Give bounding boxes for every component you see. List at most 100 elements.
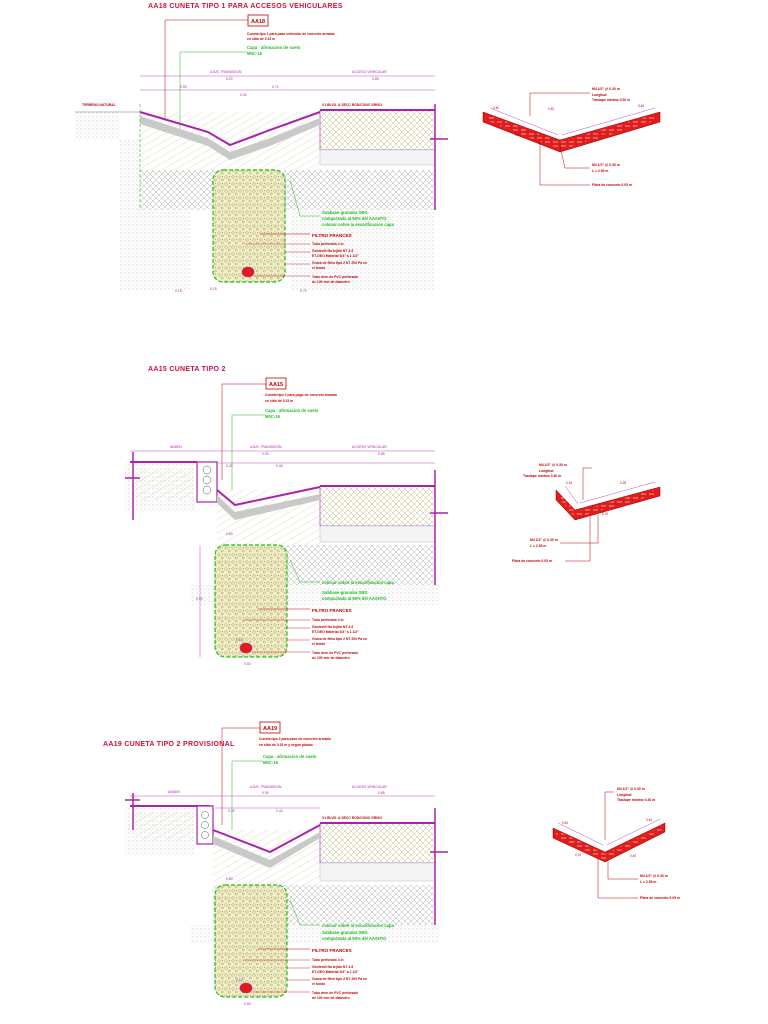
svg-text:M4 1/2" @ 0.30 m: M4 1/2" @ 0.30 m (539, 463, 567, 467)
svg-text:Longitud: Longitud (539, 469, 554, 473)
svg-text:Tubo dren de PVC perforado: Tubo dren de PVC perforado (312, 651, 358, 655)
section3-drain-pipe (239, 982, 253, 994)
section1-zone-right: ACCESO VEHICULAR (352, 70, 387, 74)
section1-note-1: Cuneta tipo 1 para paso vehicular de con… (247, 32, 335, 36)
section2-tag-box (265, 377, 287, 390)
section1-zone-left: AJUS. TRANSICION (210, 70, 242, 74)
svg-text:0.20: 0.20 (228, 809, 235, 813)
svg-text:0.15: 0.15 (566, 481, 572, 485)
svg-text:0.40: 0.40 (638, 104, 644, 108)
svg-text:Subbase granular SBG: Subbase granular SBG (322, 930, 368, 935)
svg-text:0.40: 0.40 (562, 821, 568, 825)
section-aa19: AA19 CUNETA TIPO 2 PROVISIONAL AA19 Cune… (103, 721, 680, 1006)
section1-filt-5: el fondo (312, 266, 325, 270)
svg-text:M4 1/2" @ 0.30 m: M4 1/2" @ 0.30 m (617, 787, 645, 791)
section1-cuneta-top (139, 111, 321, 147)
svg-text:Traslape minimo 0.30 m: Traslape minimo 0.30 m (592, 98, 630, 102)
svg-text:0.85: 0.85 (378, 791, 385, 795)
section3-tag-box (259, 721, 281, 734)
svg-text:ACCESO VEHICULAR: ACCESO VEHICULAR (352, 785, 387, 789)
section2-note-2: en sitio de 0.15 m (265, 399, 293, 403)
svg-text:colocar sobre la escarificacio: colocar sobre la escarificacion capa (322, 923, 395, 928)
svg-text:0.40: 0.40 (276, 809, 283, 813)
section1-dim-2: 0.70 (272, 85, 279, 89)
svg-text:0.20: 0.20 (226, 464, 233, 468)
section1-dim-5: 0.85 (372, 77, 379, 81)
section1-note-2: en sitio de 0.15 m (247, 37, 275, 41)
section2-filter (214, 544, 288, 658)
section1-filt-2: Geotextil No tejido NT 4-5 (312, 249, 353, 253)
section2-tag: AA15 (269, 382, 283, 388)
svg-text:el fondo: el fondo (312, 982, 325, 986)
svg-text:Geotextil No tejido NT 4-5: Geotextil No tejido NT 4-5 (312, 965, 353, 969)
section1-dim-bottom-right: 0.70 (300, 289, 307, 293)
svg-text:Geotextil No tejido NT 4-5: Geotextil No tejido NT 4-5 (312, 625, 353, 629)
section2-zone-mid: AJUS. TRANSICION (250, 445, 282, 449)
svg-text:compactada al 95% del AASHTO: compactada al 95% del AASHTO (322, 596, 387, 601)
section1-green-mid-2: compactada al 95% del AASHTO (322, 216, 387, 221)
section1-tag-box (247, 14, 269, 27)
section1-green-1: Capa - afirmacion de suelo (247, 45, 301, 50)
section3-tag: AA19 (263, 726, 277, 732)
section1-leader-green (179, 51, 247, 130)
section1-dim-bottom-left: 0.15 (175, 289, 182, 293)
svg-text:0.70: 0.70 (602, 512, 608, 516)
section3-road-note: V1 BLVD. & SECC ROD/CONC GRISO (322, 816, 382, 820)
section2-green-1: Capa - afirmacion de suelo (265, 408, 319, 413)
section1-leader-tag (164, 19, 248, 120)
svg-text:0.10: 0.10 (236, 978, 243, 982)
svg-text:L = 2.50 m: L = 2.50 m (530, 544, 546, 548)
section3-curb (196, 805, 214, 845)
svg-text:M4 1/2" @ 0.30 m: M4 1/2" @ 0.30 m (592, 163, 620, 167)
section3-title: AA19 CUNETA TIPO 2 PROVISIONAL (103, 741, 235, 748)
svg-text:Longitud: Longitud (592, 93, 607, 97)
svg-text:Tubo perforado 4 in: Tubo perforado 4 in (312, 958, 344, 962)
svg-text:0.50: 0.50 (226, 532, 233, 536)
section1-filt-3: ET-GEO Material 3/4" a 1 1/2" (312, 254, 359, 258)
section-aa15: AA15 CUNETA TIPO 2 AA15 Cuneta tipo 2 pa… (125, 366, 661, 666)
section-aa18: AA18 CUNETA TIPO 1 PARA ACCESOS VEHICULA… (75, 3, 661, 293)
svg-text:0.40: 0.40 (276, 464, 283, 468)
svg-text:colocar sobre la escarificacio: colocar sobre la escarificacion capa (322, 580, 395, 585)
section1-filter (212, 169, 286, 283)
svg-text:0.40: 0.40 (630, 854, 636, 858)
svg-text:ET-GEO Material 3/4" a 1 1/2": ET-GEO Material 3/4" a 1 1/2" (312, 630, 359, 634)
section3-note-1: Cuneta tipo 2 para paso de concreto arma… (259, 737, 331, 741)
svg-text:Subbase granular SBG: Subbase granular SBG (322, 590, 368, 595)
section1-green-mid-1: Subbase granular SBG (322, 210, 368, 215)
svg-text:el fondo: el fondo (312, 642, 325, 646)
svg-text:de 100 mm de diametro: de 100 mm de diametro (312, 996, 350, 1000)
svg-text:0.50: 0.50 (244, 662, 251, 666)
svg-text:de 100 mm de diametro: de 100 mm de diametro (312, 656, 350, 660)
section2-curb (196, 461, 218, 503)
section3-filter (214, 884, 288, 998)
svg-text:0.25: 0.25 (620, 481, 626, 485)
section3-green-2: M0C-16 (263, 760, 279, 765)
section1-dim-4: 0.40 (240, 93, 247, 97)
section3-rebar-detail: 0.40 0.40 0.70 0.40 M4 1/2" @ 0.30 m Lon… (552, 787, 680, 900)
svg-text:AJUS. TRANSICION: AJUS. TRANSICION (250, 785, 282, 789)
section1-filt-7: de 100 mm de diametro (312, 280, 350, 284)
svg-text:0.70: 0.70 (575, 853, 581, 857)
svg-text:ET-GEO Material 3/4" a 1 1/2": ET-GEO Material 3/4" a 1 1/2" (312, 970, 359, 974)
svg-text:0.70: 0.70 (600, 133, 606, 137)
section1-title: AA18 CUNETA TIPO 1 PARA ACCESOS VEHICULA… (148, 3, 343, 10)
section3-cuneta-top (212, 824, 321, 854)
section3-filtro: FILTRO FRANCES (312, 948, 352, 953)
svg-text:Longitud: Longitud (617, 793, 632, 797)
section1-filtro: FILTRO FRANCES (312, 233, 352, 238)
section2-zone-left: ANDEN (170, 445, 182, 449)
section3-green-1: Capa - afirmacion de suelo (263, 754, 317, 759)
section1-rebar-detail: 0.40 0.40 0.70 0.70 0.40 M4 1/2" @ 0.30 … (482, 87, 661, 187)
svg-text:0.50: 0.50 (226, 877, 233, 881)
section1-dim-bottom-mid: 0.15 (210, 287, 217, 291)
svg-text:Tubo dren de PVC perforado: Tubo dren de PVC perforado (312, 991, 358, 995)
section2-drain-pipe (239, 642, 253, 654)
svg-text:M4 1/2" @ 0.30 m: M4 1/2" @ 0.30 m (640, 874, 668, 878)
section1-filt-6: Tubo dren de PVC perforado (312, 275, 358, 279)
svg-text:0.90: 0.90 (262, 791, 269, 795)
svg-text:Fibra de concreto 0.05 m: Fibra de concreto 0.05 m (592, 183, 632, 187)
svg-text:compactada al 95% del AASHTO: compactada al 95% del AASHTO (322, 936, 387, 941)
svg-text:ANDEN: ANDEN (168, 790, 180, 794)
svg-text:0.40: 0.40 (646, 818, 652, 822)
